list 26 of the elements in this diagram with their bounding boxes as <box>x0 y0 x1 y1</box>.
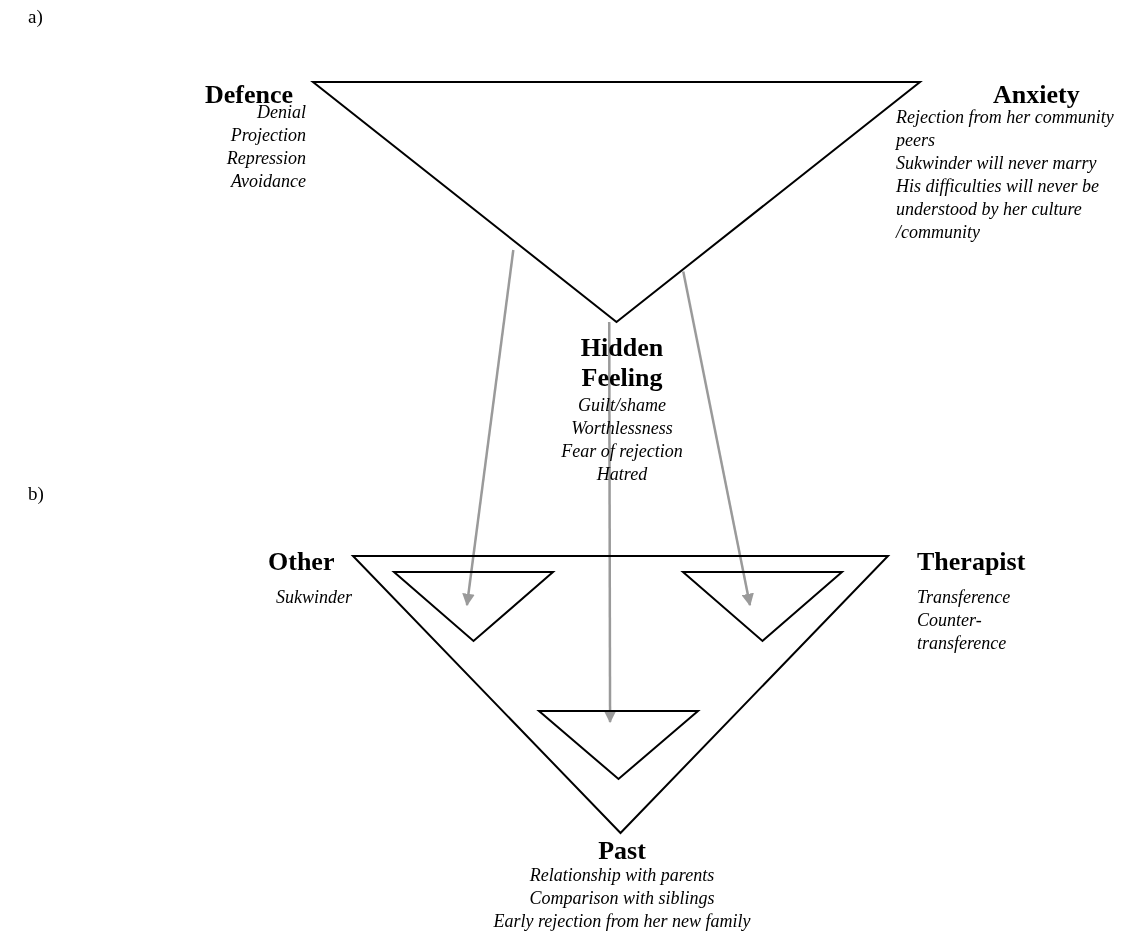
list-item: Projection <box>230 124 306 147</box>
list-item: Guilt/shame <box>578 394 666 417</box>
list-item: His difficulties will never be understood by her culture /community <box>896 175 1100 244</box>
list-item: Early rejection from her new family <box>493 910 751 933</box>
list-item: Comparison with siblings <box>529 887 715 910</box>
arrow <box>682 271 754 607</box>
list-item: Hatred <box>596 463 648 486</box>
list-item: Fear of rejection <box>561 440 683 463</box>
heading: Hidden Feeling <box>579 333 665 393</box>
list-item: Rejection from her community peers <box>896 107 1115 152</box>
panel-label: b) <box>28 482 44 506</box>
list-item: Repression <box>226 147 306 170</box>
list-item: Transference <box>917 586 1011 609</box>
list-item: Avoidance <box>231 170 306 193</box>
list-item: Sukwinder <box>276 586 352 609</box>
arrow <box>603 322 617 724</box>
arrow <box>462 249 515 607</box>
list-item: Worthlessness <box>571 417 673 440</box>
heading: Therapist <box>917 547 1026 577</box>
list-item: Sukwinder will never marry <box>896 152 1097 175</box>
panel-label: a) <box>28 5 43 29</box>
list-item: Counter-transference <box>917 609 1008 655</box>
heading: Past <box>598 836 646 866</box>
heading: Anxiety <box>993 80 1080 110</box>
list-item: Relationship with parents <box>529 864 715 887</box>
heading: Other <box>268 547 335 577</box>
